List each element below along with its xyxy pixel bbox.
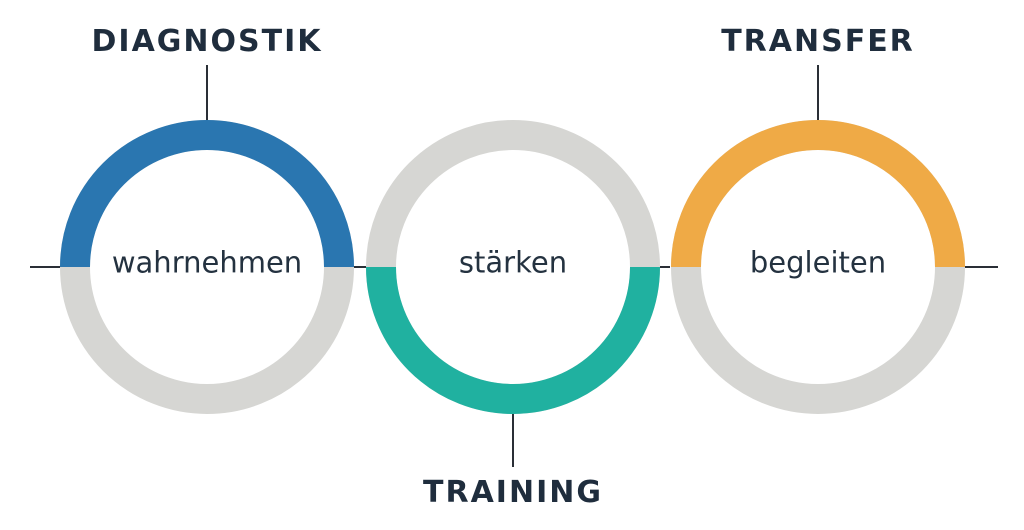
label-diagnostik: DIAGNOSTIK (91, 24, 323, 59)
ring-training (366, 120, 660, 467)
label-training: TRAINING (423, 475, 603, 510)
word-begleiten: begleiten (743, 246, 893, 280)
word-wahrnehmen: wahrnehmen (105, 246, 309, 280)
label-transfer: TRANSFER (721, 24, 915, 59)
ring-diagnostik (60, 65, 354, 414)
word-staerken: stärken (452, 246, 574, 280)
ring-transfer (671, 65, 965, 414)
ring-arc-training (366, 266, 660, 414)
ring-arc-transfer (671, 120, 965, 268)
ring-arc-diagnostik (60, 120, 354, 268)
